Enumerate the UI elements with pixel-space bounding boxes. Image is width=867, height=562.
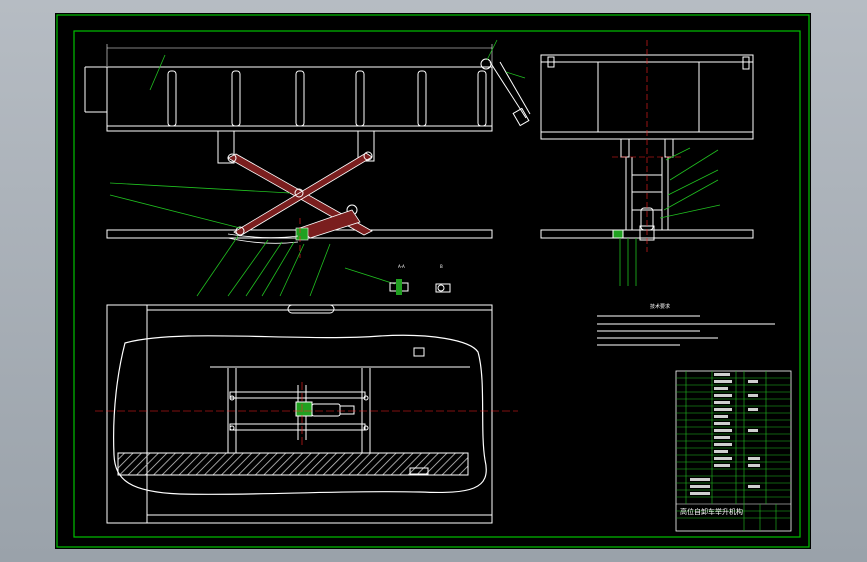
scissor-links <box>227 151 373 244</box>
drawing-title: 高位自卸车举升机构 <box>680 507 743 516</box>
svg-text:A-A: A-A <box>398 264 405 269</box>
svg-text:B: B <box>440 264 443 269</box>
outer-frame <box>56 14 810 548</box>
hatched-section <box>117 452 469 476</box>
body-ribs <box>167 70 487 127</box>
tech-req-heading: 技术要求 <box>650 303 670 310</box>
title-block <box>675 370 792 532</box>
end-view-leaders <box>619 147 721 286</box>
tech-requirements: 技术要求 <box>597 303 775 346</box>
detail-parts: A-A B <box>389 264 451 295</box>
side-view-leaders <box>109 39 526 297</box>
dump-body <box>106 66 493 132</box>
plan-view-centerlines <box>95 382 518 445</box>
title-block-cells <box>690 373 760 495</box>
side-view <box>84 44 531 239</box>
inner-frame <box>73 30 801 538</box>
end-view-centerlines <box>612 40 683 252</box>
plan-view <box>106 304 493 524</box>
